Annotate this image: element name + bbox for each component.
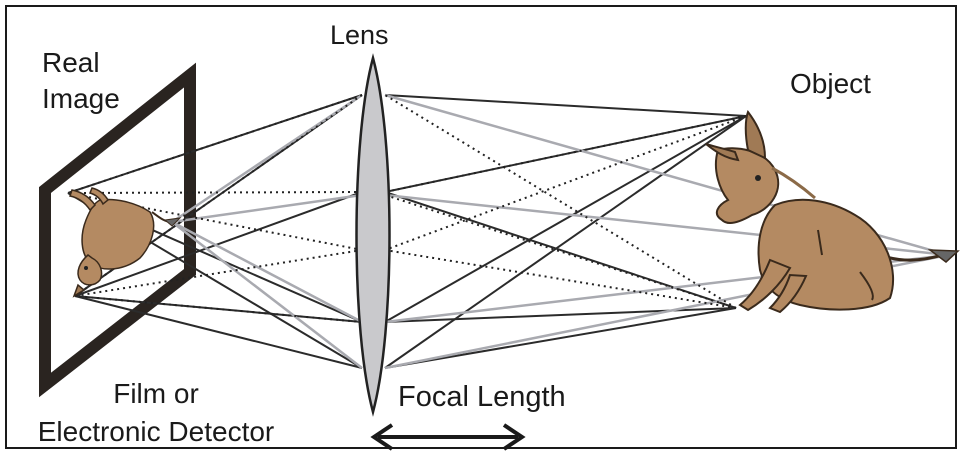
diagram-border [5,5,957,449]
focal-length-label: Focal Length [398,381,566,413]
donkey-icon [705,109,960,314]
real-image-label-line1: Real [42,47,100,78]
film-detector-frame-icon [39,62,196,398]
lens-label: Lens [330,20,389,50]
real-image-label-line2: Image [42,83,120,114]
inverted-donkey-icon [69,187,182,298]
detector-label: Film or Electronic Detector [6,375,306,451]
biconvex-lens-icon [355,53,391,417]
double-headed-arrow-icon [370,423,526,451]
detector-label-line2: Electronic Detector [37,416,275,447]
real-image-label: Real Image [42,45,120,117]
object-label: Object [790,68,871,99]
detector-label-line1: Film or [113,378,199,409]
